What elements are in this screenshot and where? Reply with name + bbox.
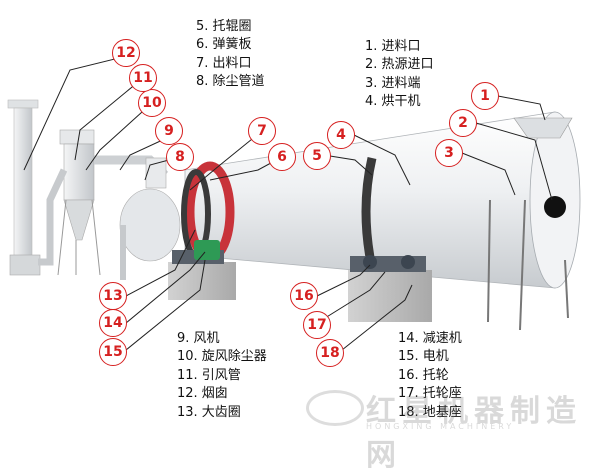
callout-4: 4	[327, 121, 355, 149]
rotary-dryer-diagram	[7, 52, 581, 351]
callout-18: 18	[316, 339, 344, 367]
support-base-right	[348, 255, 432, 322]
legend-item: 11. 引风管	[177, 367, 241, 383]
callout-8: 8	[166, 143, 194, 171]
legend-top-left: 5. 托辊圈 6. 弹簧板 7. 出料口 8. 除尘管道	[196, 18, 265, 92]
callout-13: 13	[99, 282, 127, 310]
callout-15: 15	[99, 338, 127, 366]
legend-item: 14. 减速机	[398, 331, 462, 346]
legend-item: 3. 进料端	[365, 75, 421, 91]
legend-item: 4. 烘干机	[365, 94, 421, 110]
callout-6: 6	[268, 143, 296, 171]
callout-5: 5	[303, 142, 331, 170]
legend-item: 1. 进料口	[365, 39, 421, 54]
legend-item: 2. 热源进口	[365, 57, 434, 73]
leader-lines	[23, 52, 553, 351]
motor	[194, 240, 220, 260]
callout-3: 3	[435, 139, 463, 167]
legend-item: 18. 地基座	[398, 404, 462, 420]
callout-11: 11	[129, 64, 157, 92]
legend-item: 6. 弹簧板	[196, 37, 252, 53]
callout-17: 17	[303, 311, 331, 339]
legend-item: 12. 烟囱	[177, 386, 228, 402]
callout-2: 2	[449, 109, 477, 137]
legend-item: 7. 出料口	[196, 55, 252, 71]
callout-14: 14	[99, 309, 127, 337]
legend-bottom-right: 14. 减速机 15. 电机 16. 托轮 17. 托轮座 18. 地基座	[398, 330, 462, 422]
callout-10: 10	[138, 89, 166, 117]
callout-7: 7	[248, 117, 276, 145]
callout-1: 1	[471, 82, 499, 110]
legend-bottom-left: 9. 风机 10. 旋风除尘器 11. 引风管 12. 烟囱 13. 大齿圈	[177, 330, 267, 422]
legend-item: 13. 大齿圈	[177, 404, 241, 420]
legend-item: 17. 托轮座	[398, 386, 462, 402]
legend-item: 8. 除尘管道	[196, 74, 265, 90]
cyclone-dust-collector	[57, 129, 101, 276]
legend-item: 5. 托辊圈	[196, 19, 252, 34]
callout-16: 16	[290, 282, 318, 310]
watermark-subtext: HONGXING MACHINERY	[366, 422, 515, 431]
legend-item: 15. 电机	[398, 349, 449, 365]
watermark-logo-icon	[306, 390, 364, 426]
chimney	[7, 99, 41, 276]
legend-item: 9. 风机	[177, 331, 220, 346]
watermark: 红星机器制造网 HONGXING MACHINERY	[300, 386, 590, 473]
legend-item: 10. 旋风除尘器	[177, 349, 267, 365]
callout-12: 12	[112, 39, 140, 67]
heat-source-inlet	[544, 196, 566, 218]
legend-top-right: 1. 进料口 2. 热源进口 3. 进料端 4. 烘干机	[365, 38, 434, 112]
callout-9: 9	[155, 117, 183, 145]
discharge-hood	[119, 188, 181, 280]
legend-item: 16. 托轮	[398, 367, 449, 383]
